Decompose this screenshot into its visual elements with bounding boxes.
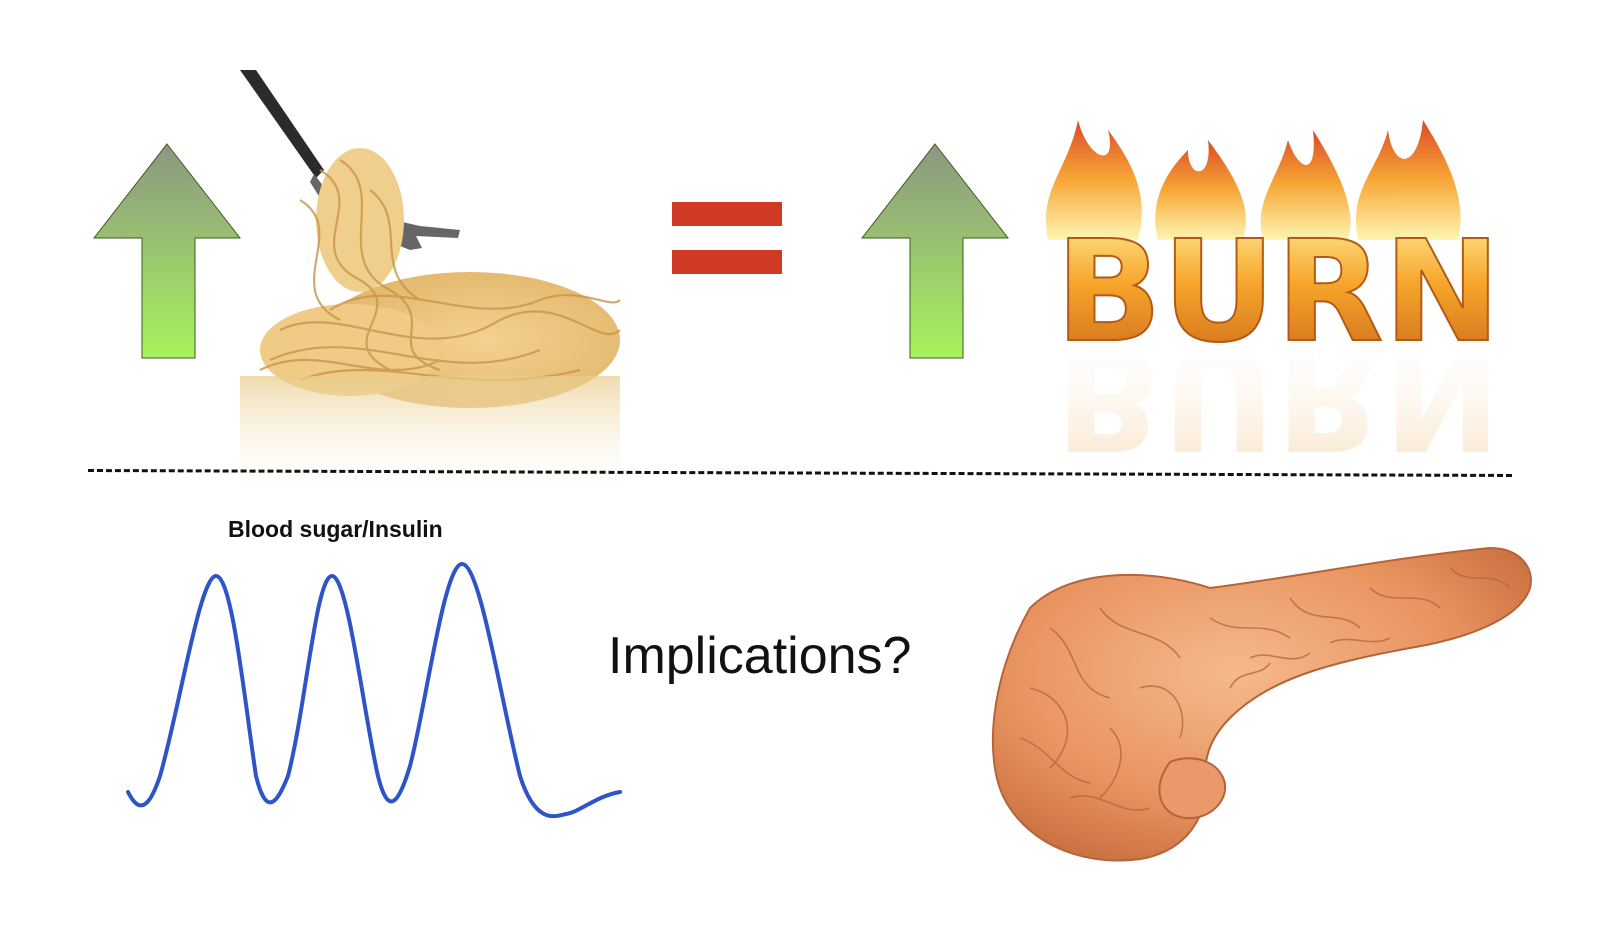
- implications-question: Implications?: [608, 627, 912, 685]
- burn-word-reflection: BURN: [1055, 316, 1500, 479]
- blood-sugar-curve: [126, 561, 622, 819]
- burn-word: BURN BURN: [1045, 120, 1502, 479]
- pancreas-icon: [991, 546, 1532, 862]
- up-arrow-icon: [860, 143, 1010, 359]
- equals-top-bar: [672, 202, 782, 226]
- curve-label: Blood sugar/Insulin: [228, 516, 443, 542]
- equals-bottom-bar: [672, 250, 782, 274]
- spaghetti-fork-icon: [240, 70, 621, 500]
- up-arrow-icon: [92, 143, 242, 359]
- burn-word-text: BURN: [1055, 211, 1500, 374]
